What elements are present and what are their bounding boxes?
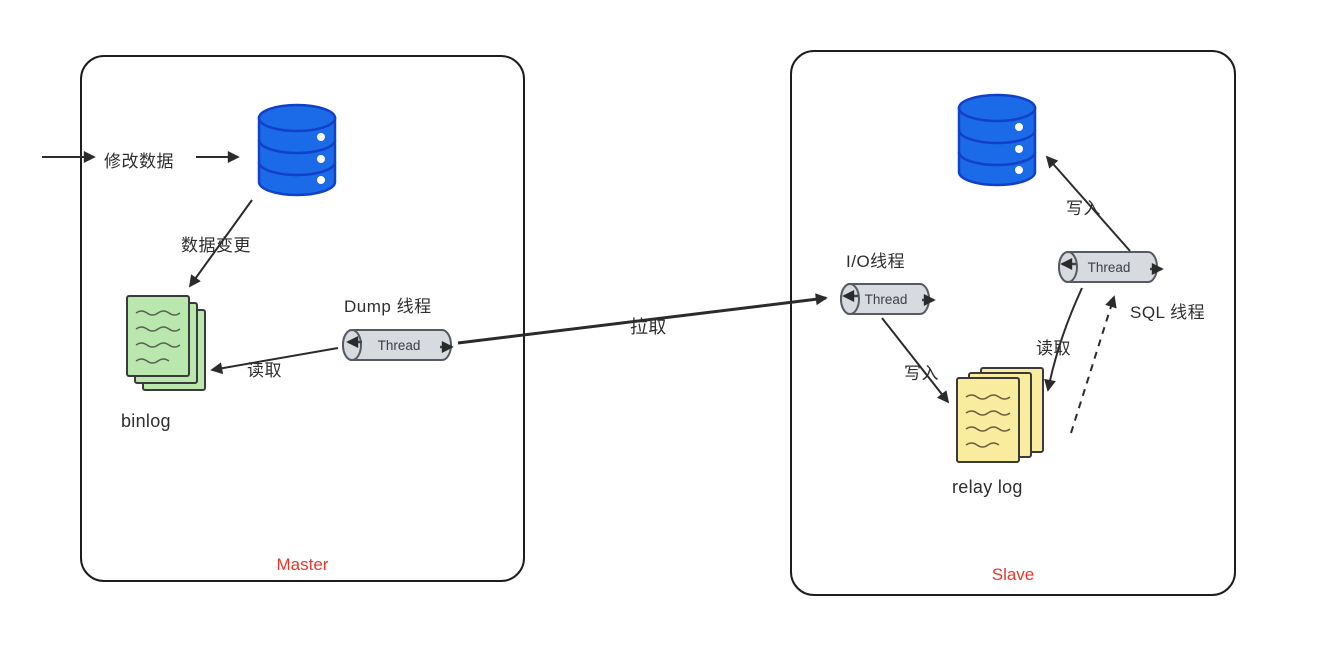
label-modify-data: 修改数据 xyxy=(104,152,174,171)
label-read-relay: 读取 xyxy=(1036,339,1071,358)
label-io-thread: I/O线程 xyxy=(846,252,906,271)
label-relay-log: relay log xyxy=(952,477,1023,497)
label-write-relay: 写入 xyxy=(904,364,939,383)
label-sql-thread: SQL 线程 xyxy=(1130,303,1206,322)
label-binlog: binlog xyxy=(121,411,171,431)
slave-box xyxy=(790,50,1236,596)
master-label: Master xyxy=(276,555,329,574)
label-data-change: 数据变更 xyxy=(181,236,251,255)
slave-label: Slave xyxy=(991,565,1035,584)
label-pull: 拉取 xyxy=(630,317,667,337)
master-box xyxy=(80,55,525,582)
label-write-db: 写入 xyxy=(1066,199,1101,218)
label-read-binlog: 读取 xyxy=(247,361,282,380)
label-dump-thread: Dump 线程 xyxy=(344,297,432,316)
